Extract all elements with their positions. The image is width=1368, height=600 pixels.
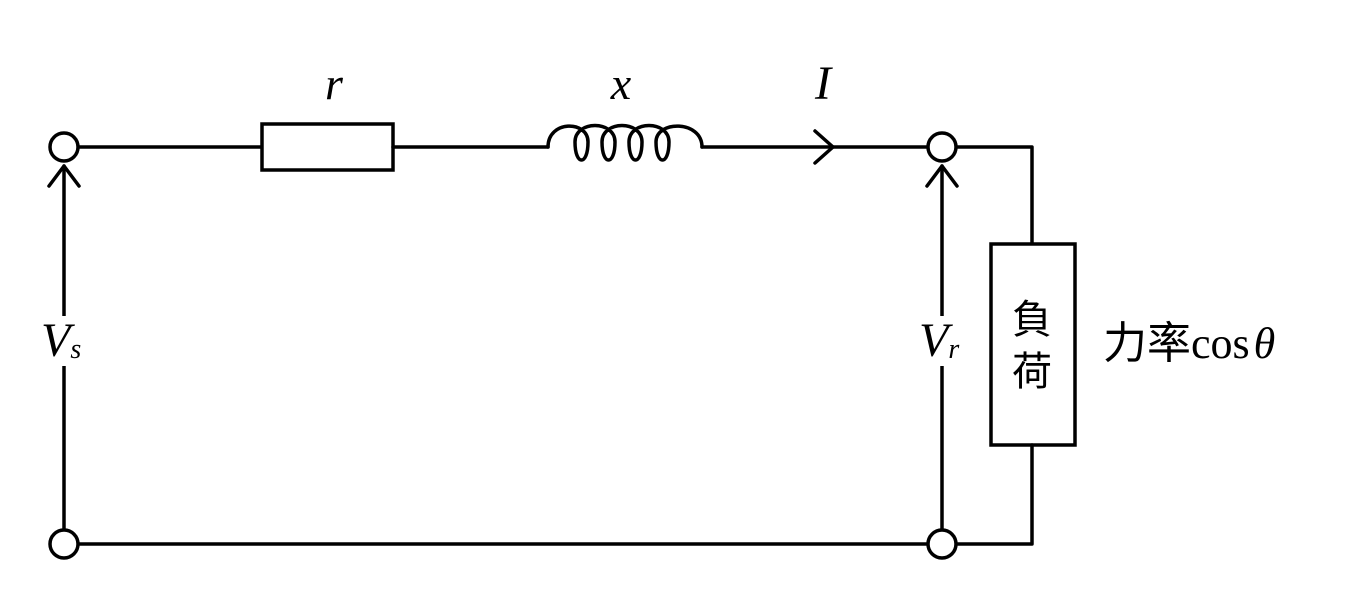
power-factor-label: 力率cosθ [1103,319,1275,368]
reactance-label: x [610,58,632,109]
terminal-sending-bottom [48,528,80,560]
sending-voltage-label-bg [40,316,86,366]
terminal-sending-top [48,131,80,163]
sending-voltage-arrowhead [47,164,81,188]
current-label: I [814,57,833,110]
load-label-line2: 荷 [1012,349,1052,395]
resistor-r [260,122,395,172]
resistance-label: r [325,58,344,109]
receiving-voltage-main: V [919,314,953,367]
terminal-receiving-top [926,131,958,163]
sending-voltage-main: V [41,314,75,367]
receiving-voltage-sub: r [948,334,959,365]
sending-voltage-label: Vs [41,314,81,367]
wire-load-bottom [955,443,1034,546]
power-factor-symbol: θ [1254,319,1276,368]
wire-load-top [955,145,1034,246]
load-box [989,242,1077,447]
load-label-line1: 負 [1012,297,1052,343]
sending-voltage-sub: s [70,334,81,365]
power-factor-prefix: 力率cos [1103,319,1250,368]
terminal-receiving-bottom [926,528,958,560]
current-arrow [813,129,835,165]
receiving-voltage-label-bg [918,316,964,366]
receiving-voltage-label: Vr [919,314,959,367]
inductor-x [546,123,704,162]
receiving-voltage-arrowhead [925,164,959,188]
